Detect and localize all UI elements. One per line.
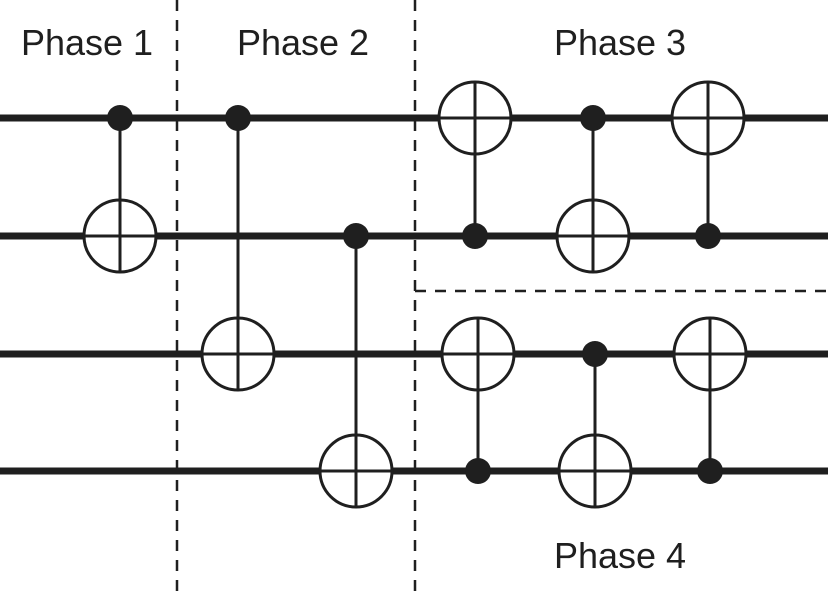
target-oplus-icon bbox=[670, 80, 746, 156]
cnot-gate-phase2-b bbox=[318, 223, 394, 509]
phase-4-label: Phase 4 bbox=[554, 535, 686, 576]
target-oplus-icon bbox=[200, 316, 276, 392]
target-oplus-icon bbox=[437, 80, 513, 156]
target-oplus-icon bbox=[318, 433, 394, 509]
target-oplus-icon bbox=[557, 433, 633, 509]
cnot-gate-phase4-a bbox=[440, 316, 516, 484]
cnot-gate-phase3-b bbox=[555, 105, 631, 274]
cnot-gate-phase3-a bbox=[437, 80, 513, 249]
control-dot bbox=[225, 105, 251, 131]
target-oplus-icon bbox=[440, 316, 516, 392]
control-dot bbox=[462, 223, 488, 249]
phase-3-label: Phase 3 bbox=[554, 22, 686, 63]
target-oplus-icon bbox=[82, 198, 158, 274]
cnot-gate-phase4-c bbox=[672, 316, 748, 484]
control-dot bbox=[695, 223, 721, 249]
phase-2-label: Phase 2 bbox=[237, 22, 369, 63]
cnot-gate-phase1 bbox=[82, 105, 158, 274]
target-oplus-icon bbox=[555, 198, 631, 274]
control-dot bbox=[697, 458, 723, 484]
cnot-gate-phase4-b bbox=[557, 341, 633, 509]
phase-1-label: Phase 1 bbox=[21, 22, 153, 63]
target-oplus-icon bbox=[672, 316, 748, 392]
control-dot bbox=[107, 105, 133, 131]
cnot-gate-phase2-a bbox=[200, 105, 276, 392]
control-dot bbox=[465, 458, 491, 484]
control-dot bbox=[343, 223, 369, 249]
control-dot bbox=[580, 105, 606, 131]
control-dot bbox=[582, 341, 608, 367]
cnot-gate-phase3-c bbox=[670, 80, 746, 249]
